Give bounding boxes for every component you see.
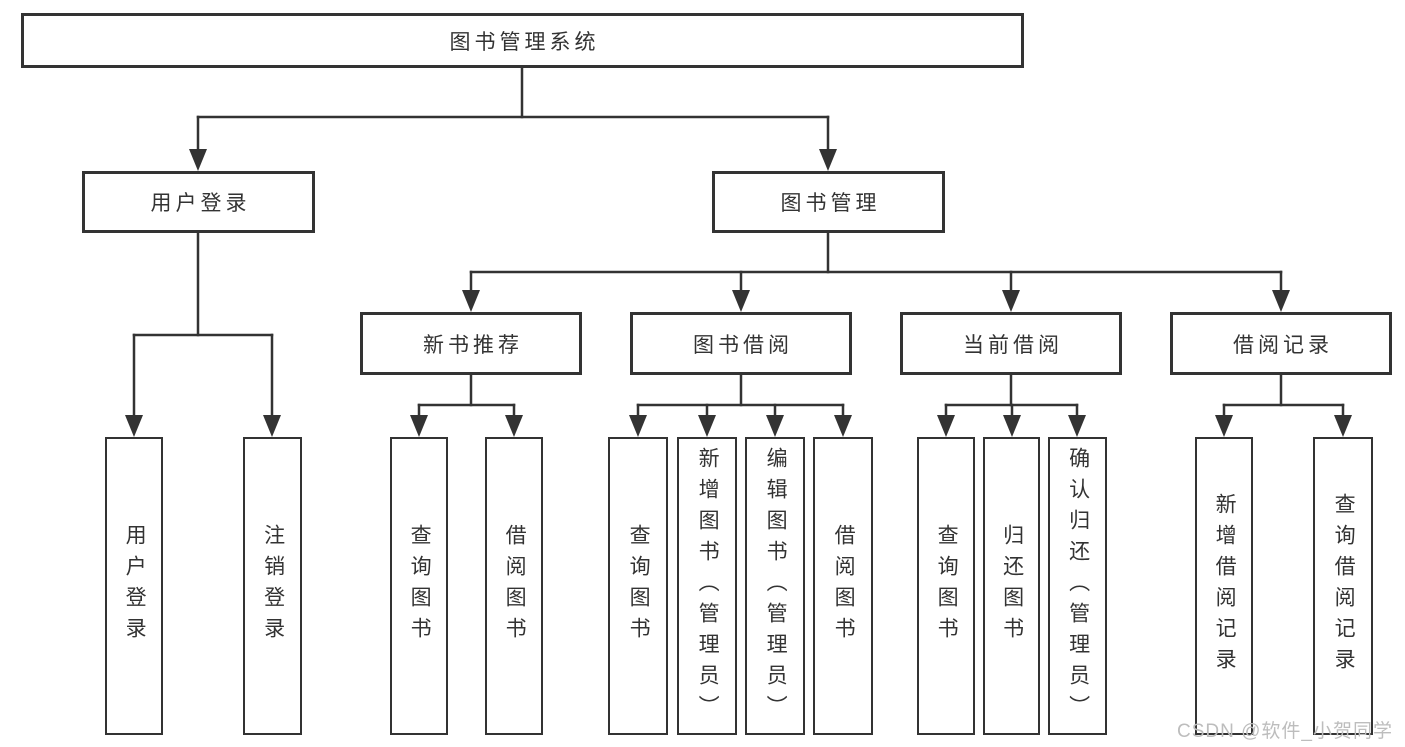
node-label: 注销登录: [261, 524, 285, 648]
leaf-add-borrow-record: 新增借阅记录: [1195, 437, 1253, 735]
node-label: 图书管理: [780, 192, 881, 215]
node-user-login: 用户登录: [82, 171, 315, 233]
leaf-query-books-current: 查询图书: [917, 437, 975, 735]
leaf-confirm-return-admin: 确认归还（管理员）: [1048, 437, 1107, 735]
node-book-management: 图书管理: [712, 171, 945, 233]
leaf-query-books-borrow: 查询图书: [608, 437, 668, 735]
node-label: 图书管理系统: [449, 30, 600, 54]
node-label: 查询图书: [408, 524, 432, 648]
node-label: 编辑图书（管理员）: [764, 446, 788, 726]
leaf-borrow-books-recommend: 借阅图书: [485, 437, 543, 735]
node-library-system: 图书管理系统: [21, 13, 1024, 68]
node-label: 图书借阅: [693, 333, 793, 357]
leaf-query-borrow-record: 查询借阅记录: [1313, 437, 1373, 735]
node-label: 新书推荐: [423, 333, 523, 357]
node-new-book-recommend: 新书推荐: [360, 312, 582, 375]
node-borrow-records: 借阅记录: [1170, 312, 1392, 375]
csdn-watermark: CSDN @软件_小贺同学: [1177, 721, 1393, 742]
leaf-add-book-admin: 新增图书（管理员）: [677, 437, 737, 735]
leaf-logout: 注销登录: [243, 437, 302, 735]
node-label: 用户登录: [123, 524, 147, 648]
node-label: 查询图书: [935, 524, 959, 648]
node-label: 新增图书（管理员）: [696, 446, 720, 726]
node-label: 用户登录: [150, 192, 251, 215]
node-label: 查询借阅记录: [1332, 493, 1356, 679]
leaf-borrow-books: 借阅图书: [813, 437, 873, 735]
node-label: 借阅图书: [832, 524, 856, 648]
leaf-query-books-recommend: 查询图书: [390, 437, 448, 735]
leaf-return-books: 归还图书: [983, 437, 1040, 735]
leaf-user-login: 用户登录: [105, 437, 163, 735]
node-label: 借阅记录: [1233, 333, 1333, 357]
leaf-edit-book-admin: 编辑图书（管理员）: [745, 437, 805, 735]
node-current-borrow: 当前借阅: [900, 312, 1122, 375]
node-label: 查询图书: [627, 524, 651, 648]
node-label: 借阅图书: [503, 524, 527, 648]
node-label: 新增借阅记录: [1213, 493, 1237, 679]
node-label: 当前借阅: [963, 333, 1063, 357]
node-label: 确认归还（管理员）: [1066, 446, 1090, 726]
node-book-borrow: 图书借阅: [630, 312, 852, 375]
node-label: 归还图书: [1000, 524, 1024, 648]
arrowhead-icons: [125, 149, 1352, 437]
